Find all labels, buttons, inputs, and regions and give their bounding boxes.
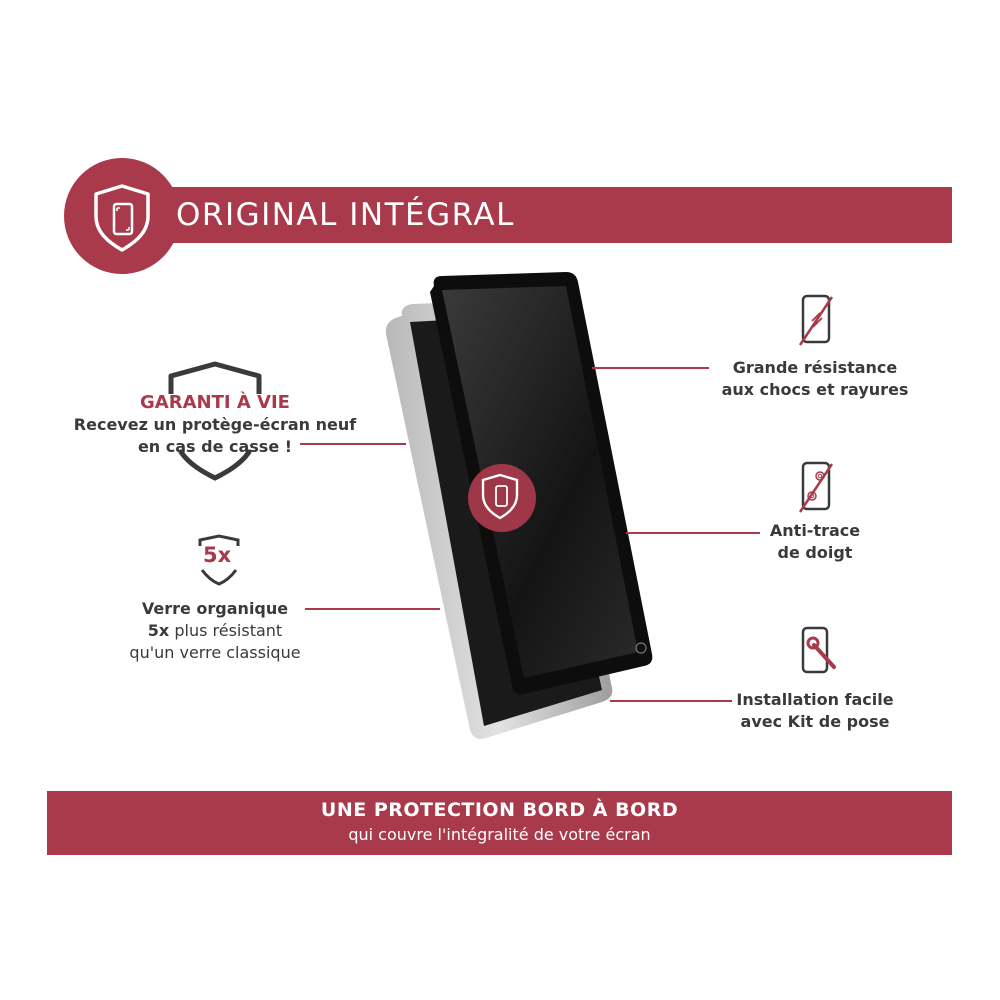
footer-banner: UNE PROTECTION BORD À BORD qui couvre l'… (47, 791, 952, 855)
feature-fingerprint: Anti-trace de doigt (715, 520, 915, 564)
page-title: ORIGINAL INTÉGRAL (176, 197, 515, 233)
feature-shock-line1: Grande résistance (732, 358, 898, 377)
footer-subtitle: qui couvre l'intégralité de votre écran (348, 825, 651, 844)
header-banner (160, 187, 952, 243)
header-badge (64, 158, 180, 274)
phone-fingerprint-crossed-icon (798, 461, 834, 513)
phone-wrench-icon (801, 626, 836, 674)
feature-shock-line2: aux chocs et rayures (721, 380, 909, 399)
warranty-line2: en cas de casse ! (137, 437, 293, 456)
shock-connector (592, 367, 709, 369)
glass-line3: qu'un verre classique (129, 643, 301, 662)
badge-5x: 5x (203, 543, 232, 567)
feature-shock: Grande résistance aux chocs et rayures (715, 357, 915, 401)
feature-install-line1: Installation facile (736, 690, 894, 709)
phone-scratch-crossed-icon (798, 294, 834, 346)
warranty-block: GARANTI À VIE Recevez un protège-écran n… (72, 392, 358, 458)
warranty-connector (300, 443, 406, 445)
fingerprint-connector (626, 532, 760, 534)
shield-5x-icon: 5x (194, 534, 244, 586)
feature-fingerprint-line1: Anti-trace (769, 521, 861, 540)
feature-install: Installation facile avec Kit de pose (715, 689, 915, 733)
glass-title: Verre organique (141, 599, 289, 618)
feature-fingerprint-line2: de doigt (777, 543, 853, 562)
feature-install-line2: avec Kit de pose (740, 712, 890, 731)
shield-phone-icon (94, 184, 150, 252)
phone-illustration (385, 272, 653, 739)
install-connector (610, 700, 732, 702)
glass-block: Verre organique 5x plus résistant qu'un … (120, 598, 310, 664)
glass-line2: 5x plus résistant (147, 621, 283, 640)
warranty-line1: Recevez un protège-écran neuf (73, 415, 357, 434)
glass-connector (305, 608, 440, 610)
warranty-title: GARANTI À VIE (140, 392, 290, 413)
shield-outline-icon (168, 361, 262, 481)
footer-title: UNE PROTECTION BORD À BORD (320, 799, 679, 821)
